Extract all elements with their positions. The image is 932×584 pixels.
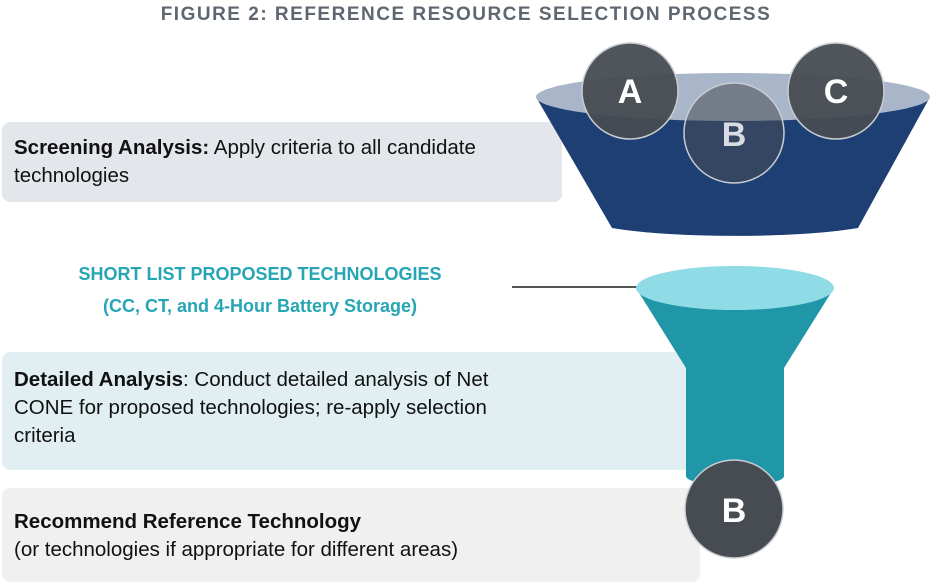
detailed-analysis-text: Detailed Analysis: Conduct detailed anal… bbox=[14, 366, 534, 450]
screening-analysis-label: Screening Analysis: bbox=[14, 136, 210, 159]
recommend-label: Recommend Reference Technology bbox=[14, 510, 362, 533]
short-list-technologies: (CC, CT, and 4-Hour Battery Storage) bbox=[102, 296, 418, 316]
result-circle-label: B bbox=[722, 492, 747, 530]
figure-title: FIGURE 2: REFERENCE RESOURCE SELECTION P… bbox=[160, 4, 772, 25]
circle-c bbox=[787, 42, 885, 140]
screening-analysis-panel: Screening Analysis: Apply criteria to al… bbox=[2, 122, 562, 202]
screening-analysis-text: Screening Analysis: Apply criteria to al… bbox=[14, 134, 484, 190]
circle-b bbox=[683, 82, 785, 184]
recommend-description: (or technologies if appropriate for diff… bbox=[14, 538, 459, 561]
circle-a-label: A bbox=[618, 73, 643, 111]
recommend-panel: Recommend Reference Technology (or techn… bbox=[2, 488, 700, 582]
bottom-funnel-body bbox=[636, 288, 834, 486]
screening-analysis-description: Apply criteria to all candidate technolo… bbox=[14, 136, 476, 187]
detailed-analysis-description: : Conduct detailed analysis of Net CONE … bbox=[14, 368, 489, 447]
circle-a bbox=[581, 42, 679, 140]
short-list-title: SHORT LIST PROPOSED TECHNOLOGIES bbox=[78, 264, 442, 284]
circle-b-label: B bbox=[722, 116, 747, 154]
detailed-analysis-label: Detailed Analysis bbox=[14, 368, 184, 391]
recommend-text: Recommend Reference Technology (or techn… bbox=[14, 508, 614, 564]
result-circle bbox=[684, 459, 784, 559]
detailed-analysis-panel: Detailed Analysis: Conduct detailed anal… bbox=[2, 352, 712, 470]
short-list-heading: SHORT LIST PROPOSED TECHNOLOGIES (CC, CT… bbox=[30, 258, 490, 322]
circle-c-label: C bbox=[824, 73, 849, 111]
bottom-funnel-rim bbox=[636, 266, 834, 310]
